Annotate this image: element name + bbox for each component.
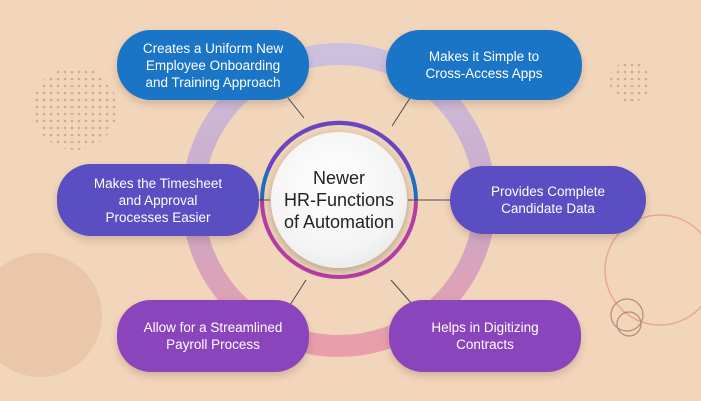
node-digitizing-contracts: Helps in Digitizing Contracts [389, 300, 581, 372]
dot-grid-decor [33, 66, 117, 150]
outline-circle-decor [604, 214, 701, 326]
inner-arc-bottom [260, 199, 418, 279]
center-hub: Newer HR-Functions of Automation [271, 132, 407, 268]
small-circle-decor [610, 298, 644, 332]
node-timesheet-approval: Makes the Timesheet and Approval Process… [57, 164, 259, 236]
connector-line [390, 279, 413, 305]
node-candidate-data: Provides Complete Candidate Data [450, 166, 646, 234]
connector-lines [258, 97, 450, 306]
small-circle-decor [616, 311, 642, 337]
connector-line [391, 97, 411, 127]
node-uniform-onboarding: Creates a Uniform New Employee Onboardin… [117, 30, 309, 100]
connector-line [289, 279, 307, 306]
dot-grid-decor [610, 62, 650, 102]
node-streamlined-payroll: Allow for a Streamlined Payroll Process [117, 300, 309, 372]
inner-arc-mid [266, 120, 412, 171]
background-blob [0, 253, 102, 377]
connector-line [287, 97, 305, 119]
node-cross-access-apps: Makes it Simple to Cross-Access Apps [386, 30, 582, 100]
